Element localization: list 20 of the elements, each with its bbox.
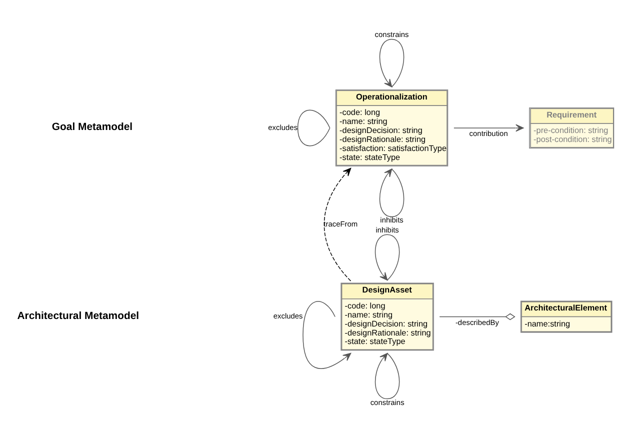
edge-label: contribution bbox=[469, 129, 508, 138]
edge-label: inhibits bbox=[380, 216, 404, 225]
arrow bbox=[374, 234, 400, 281]
edge-label: traceFrom bbox=[324, 219, 358, 228]
connector bbox=[297, 110, 330, 146]
arrow bbox=[379, 168, 404, 218]
label: Architectural Metamodel bbox=[17, 310, 140, 322]
edge-label: inhibits bbox=[376, 225, 399, 234]
arrow bbox=[454, 124, 524, 132]
arrow bbox=[374, 352, 400, 400]
edge-label: excludes bbox=[273, 312, 303, 321]
edge-label: excludes bbox=[268, 122, 298, 132]
edge-label: constrains bbox=[374, 30, 409, 39]
label: Goal Metamodel bbox=[52, 122, 133, 133]
connector bbox=[439, 313, 516, 320]
arrow bbox=[324, 168, 352, 282]
edge-label: constrains bbox=[370, 398, 404, 407]
edge-label: -describedBy bbox=[455, 318, 499, 327]
arrow bbox=[302, 301, 352, 369]
arrow bbox=[379, 38, 404, 88]
